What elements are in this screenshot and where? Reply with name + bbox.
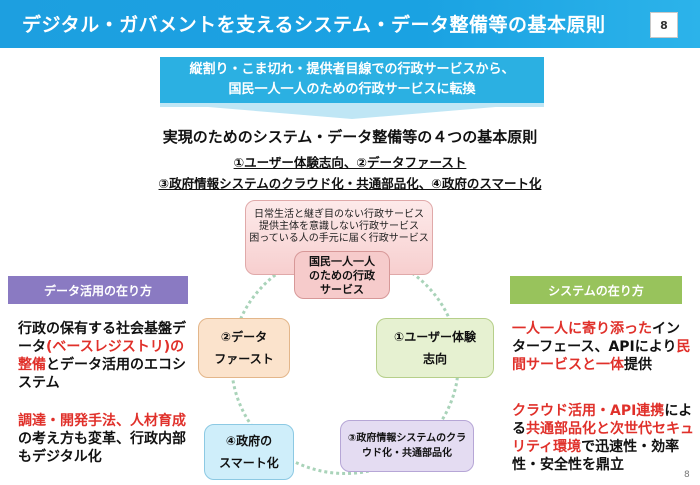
- system-1-highlight: 一人一人に寄り添った: [512, 321, 652, 337]
- center-line-1: 国民一人一人: [309, 255, 375, 268]
- data-usage-text-2: 調達・開発手法、人材育成の考え方も変革、行政内部もデジタル化: [18, 412, 190, 466]
- node-user-line-2: 志向: [422, 352, 447, 366]
- system-1-highlight-2: 民間サービスと一体: [512, 339, 691, 373]
- system-header: システムの在り方: [510, 276, 682, 304]
- principles-title: 実現のためのシステム・データ整備等の４つの基本原則: [162, 128, 538, 146]
- data-usage-text-1: 行政の保有する社会基盤データ(ベースレジストリ)の整備とデータ活用のエコシステム: [18, 320, 190, 392]
- data-usage-1-highlight: (ベースレジストリ)の整備: [18, 339, 185, 373]
- node-smart-line-1: ④政府の: [225, 434, 273, 448]
- principles-line-2: ③政府情報システムのクラウド化・共通部品化、④政府のスマート化: [158, 176, 542, 191]
- banner-line-2: 国民一人一人のための行政サービスに転換: [228, 82, 476, 97]
- data-usage-1b: とデータ活用のエコシステム: [18, 357, 186, 391]
- center-line-3: サービス: [320, 283, 364, 296]
- callout-line-3: 困っている人の手元に届く行政サービス: [249, 233, 429, 244]
- banner-arrow: [160, 103, 544, 119]
- transformation-banner: 縦割り・こま切れ・提供者目線での行政サービスから、 国民一人一人のための行政サー…: [160, 57, 544, 103]
- node-cloud-line-1: ③政府情報システムのクラ: [347, 433, 467, 444]
- node-government-smart: ④政府の スマート化: [204, 424, 294, 480]
- title-bar: [0, 0, 700, 48]
- system-1b: 提供: [624, 357, 652, 373]
- system-2-highlight-2: 共通部品化と次世代セキュリティ環境: [512, 421, 694, 455]
- system-2a: による: [512, 403, 693, 437]
- data-usage-2-highlight: 調達・開発手法、人材育成: [18, 413, 186, 429]
- data-usage-header: データ活用の在り方: [8, 276, 188, 304]
- system-2b: で迅速性・効率性・安全性を鼎立: [512, 439, 680, 473]
- system-text-1: 一人一人に寄り添ったインターフェース、APIにより民間サービスと一体提供: [512, 320, 692, 374]
- callout-line-1: 日常生活と継ぎ目のない行政サービス: [254, 209, 424, 220]
- footer-page-number: 8: [684, 470, 690, 480]
- system-1a: インターフェース、APIにより: [512, 321, 680, 355]
- node-data-first-line-2: ファースト: [214, 352, 274, 366]
- data-usage-2b: の考え方も変革、行政内部もデジタル化: [18, 431, 186, 465]
- center-line-2: のための行政: [309, 269, 375, 282]
- node-user-line-1: ①ユーザー体験: [394, 330, 476, 344]
- principles-line-1: ①ユーザー体験志向、②データファースト: [233, 155, 467, 170]
- data-usage-1a: 行政の保有する社会基盤データ: [18, 321, 186, 355]
- callout-line-2: 提供主体を意識しない行政サービス: [259, 221, 419, 232]
- node-cloud-common-parts: ③政府情報システムのクラ ウド化・共通部品化: [340, 420, 474, 472]
- system-2-highlight: クラウド活用・API連携: [512, 403, 665, 419]
- banner-line-1: 縦割り・こま切れ・提供者目線での行政サービスから、: [189, 62, 515, 77]
- node-user-experience: ①ユーザー体験 志向: [376, 318, 494, 378]
- slide-title: デジタル・ガバメントを支えるシステム・データ整備等の基本原則: [22, 14, 606, 36]
- center-goal-box: 国民一人一人 のための行政 サービス: [294, 251, 390, 299]
- node-data-first: ②データ ファースト: [198, 318, 290, 378]
- system-text-2: クラウド活用・API連携による共通部品化と次世代セキュリティ環境で迅速性・効率性…: [512, 402, 697, 474]
- node-smart-line-2: スマート化: [219, 456, 279, 470]
- node-cloud-line-2: ウド化・共通部品化: [362, 448, 452, 459]
- node-data-first-line-1: ②データ: [220, 330, 268, 344]
- page-number-badge: 8: [650, 12, 678, 38]
